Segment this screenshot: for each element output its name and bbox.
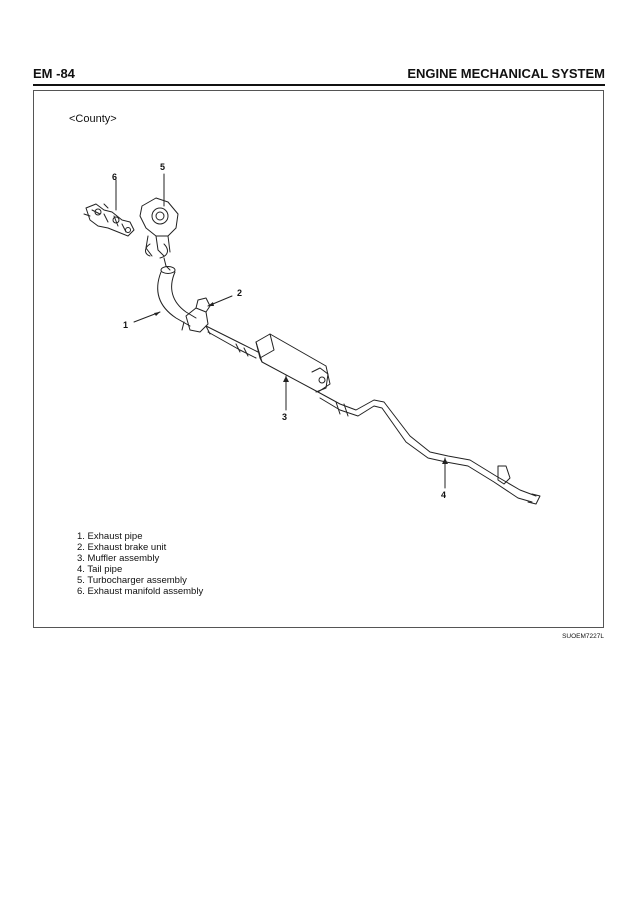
section-title: ENGINE MECHANICAL SYSTEM — [407, 66, 605, 81]
page-header: EM -84 ENGINE MECHANICAL SYSTEM — [33, 64, 605, 86]
callout-3: 3 — [282, 412, 287, 422]
tail-pipe-illustration — [317, 391, 541, 505]
legend-item: 3. Muffler assembly — [77, 553, 160, 564]
leader-arrowhead — [208, 302, 214, 306]
leader-arrowhead — [154, 312, 160, 316]
callout-6: 6 — [112, 172, 117, 182]
leader-arrowhead — [442, 458, 448, 464]
callout-4: 4 — [441, 490, 446, 500]
legend-item: 4. Tail pipe — [77, 564, 123, 575]
exhaust-manifold-illustration — [83, 203, 135, 237]
header-rule — [33, 84, 605, 86]
legend-item: 6. Exhaust manifold assembly — [77, 586, 204, 597]
callout-5: 5 — [160, 162, 165, 172]
page-code: EM -84 — [33, 66, 75, 81]
figure-code: SUOEM7227L — [562, 633, 604, 640]
legend-item: 1. Exhaust pipe — [77, 531, 143, 542]
leader-arrowhead — [283, 376, 289, 382]
leader-lines — [115, 173, 446, 489]
callout-1: 1 — [123, 320, 128, 330]
exhaust-brake-illustration — [181, 297, 211, 335]
figure-subtitle: <County> — [69, 113, 117, 125]
parts-legend: 1. Exhaust pipe 2. Exhaust brake unit 3.… — [77, 531, 203, 597]
muffler-illustration — [255, 333, 331, 393]
turbocharger-illustration — [139, 197, 179, 271]
intermediate-pipe-illustration — [205, 325, 259, 359]
legend-item: 5. Turbocharger assembly — [77, 575, 187, 586]
figure-frame: <County> 1. Exhaust pipe 2. Exhaust brak… — [33, 90, 604, 628]
legend-item: 2. Exhaust brake unit — [77, 542, 167, 553]
exhaust-pipe-illustration — [157, 266, 197, 327]
callout-2: 2 — [237, 288, 242, 298]
